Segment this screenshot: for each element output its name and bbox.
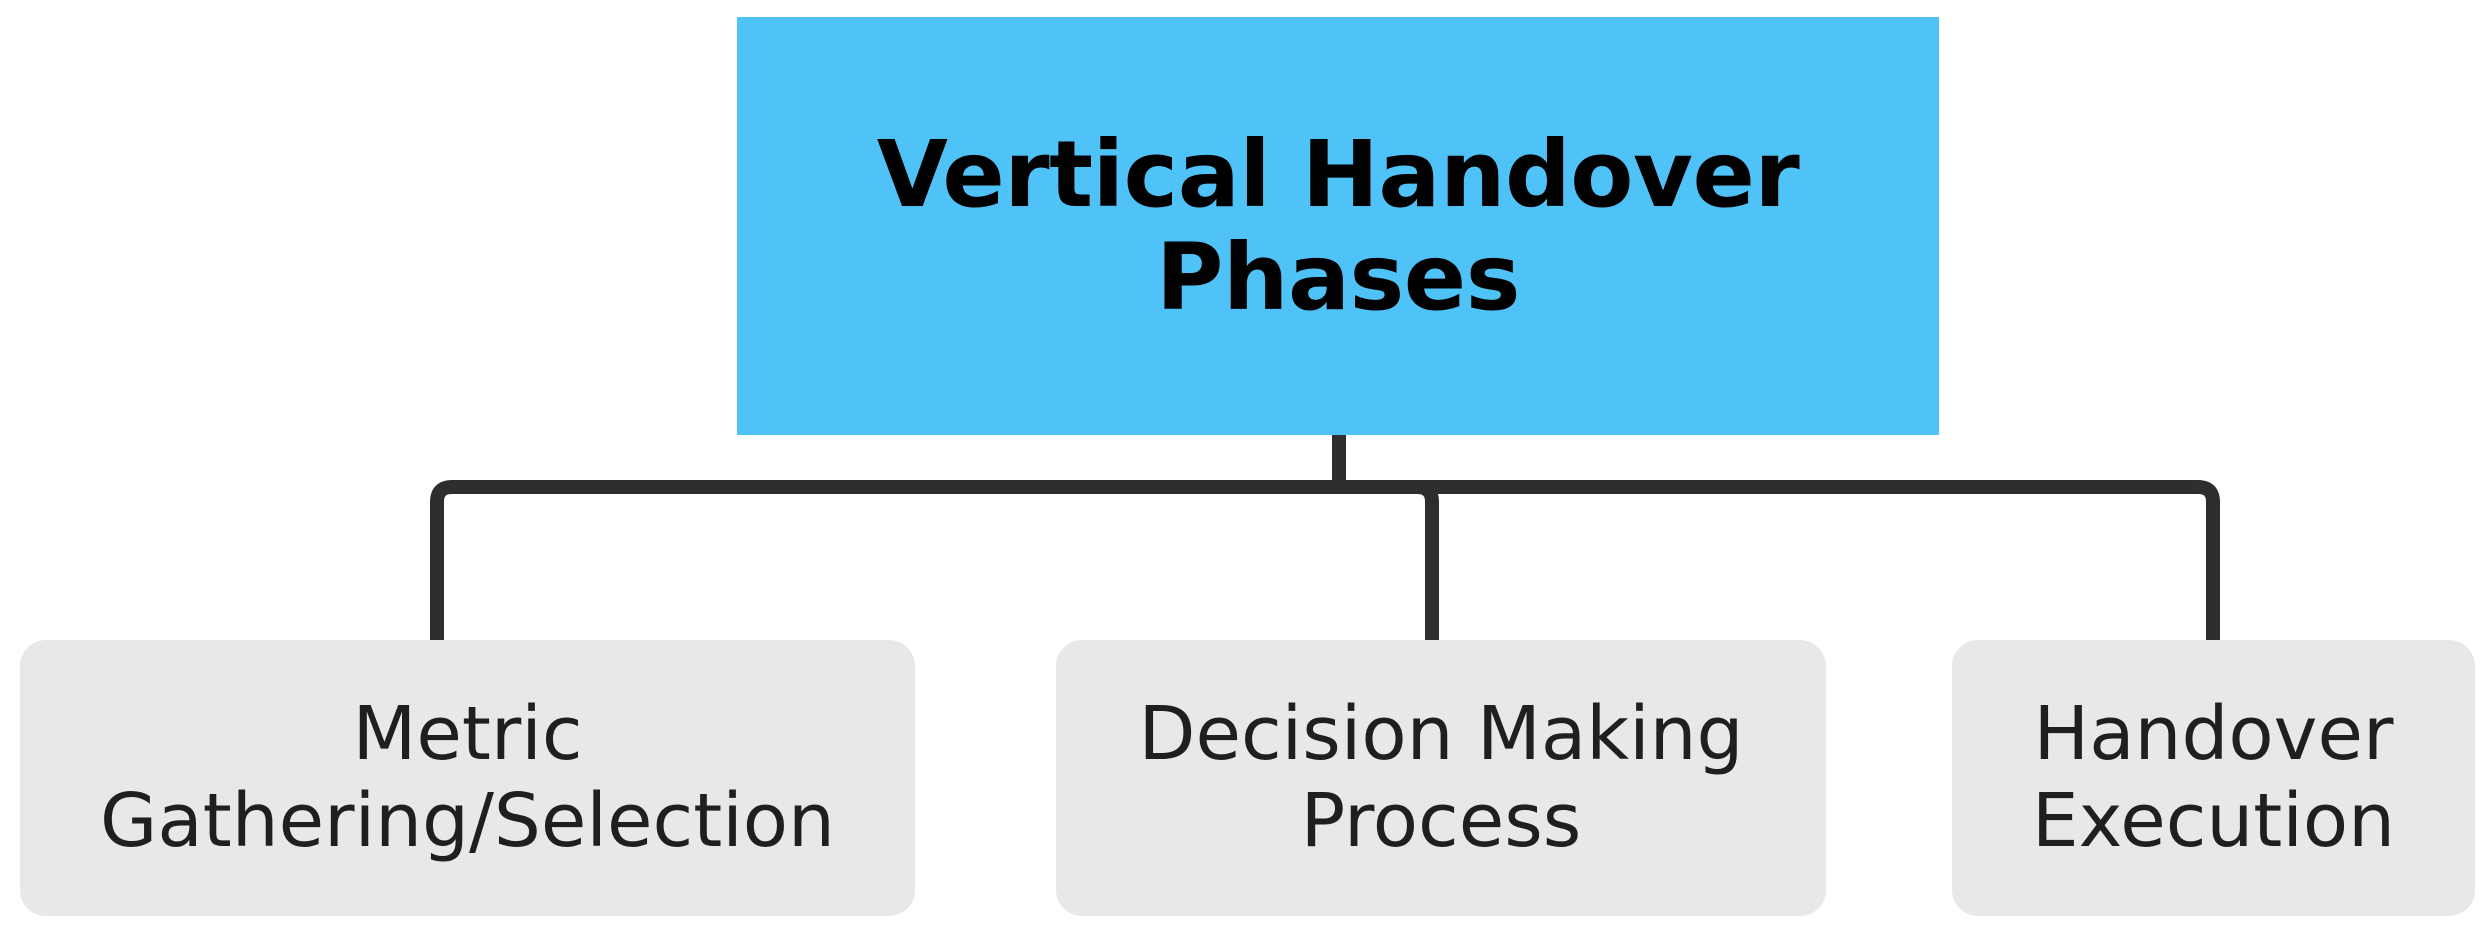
connector-branch-middle — [1339, 480, 1439, 643]
node-decision-making-process[interactable]: Decision Making Process — [1056, 640, 1826, 916]
node-child-label: Metric Gathering/Selection — [100, 690, 835, 864]
node-child-label: Decision Making Process — [1138, 690, 1744, 864]
node-handover-execution[interactable]: Handover Execution — [1952, 640, 2475, 916]
connector-branch-left — [430, 480, 1339, 643]
connector-branch-right — [1339, 480, 2220, 643]
node-metric-gathering-selection[interactable]: Metric Gathering/Selection — [20, 640, 915, 916]
node-root-label: Vertical Handover Phases — [876, 120, 1800, 331]
node-root[interactable]: Vertical Handover Phases — [737, 17, 1939, 435]
node-child-label: Handover Execution — [2031, 690, 2396, 864]
